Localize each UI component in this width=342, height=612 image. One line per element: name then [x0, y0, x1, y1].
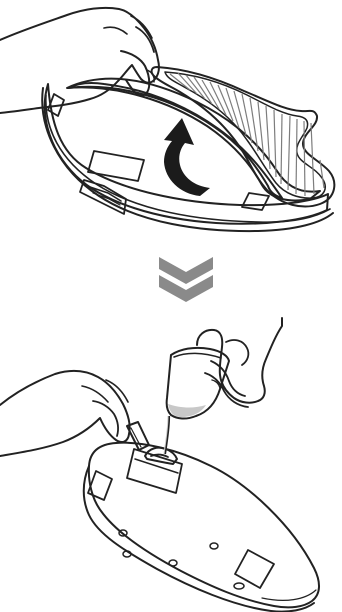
step-remove-mop-pad-panel	[0, 0, 342, 232]
tank-hole	[210, 543, 218, 549]
mount-slot-center	[88, 151, 144, 181]
mount-slot-right	[242, 193, 269, 210]
tank-hole	[234, 583, 244, 589]
mop-stripe	[234, 91, 246, 135]
water-tank-bottom-shadow	[262, 590, 316, 600]
tank-hole	[169, 560, 177, 566]
double-chevron-down-icon	[150, 250, 222, 302]
water-tank-body	[89, 443, 319, 608]
refill-water-illustration	[0, 318, 342, 612]
opening-hand-finger-line	[82, 386, 108, 402]
lift-arrow-icon	[164, 118, 210, 196]
step-refill-water-panel	[0, 318, 342, 612]
water-tank-side	[84, 466, 314, 612]
measuring-cup-rim	[174, 353, 221, 358]
step-transition-arrow	[150, 250, 222, 302]
hand-icon	[0, 8, 159, 113]
opening-hand-finger-line	[106, 380, 128, 402]
hand-finger-line	[104, 27, 127, 34]
opening-hand-thumb	[93, 401, 118, 436]
remove-mop-pad-illustration	[0, 0, 342, 232]
mop-stripe	[281, 114, 282, 184]
mop-stripe	[288, 116, 290, 190]
water-tank-tab-right	[235, 550, 274, 588]
pouring-hand-icon	[197, 318, 282, 403]
mop-stripe	[296, 119, 297, 194]
water-tank-tab-left	[88, 471, 112, 500]
